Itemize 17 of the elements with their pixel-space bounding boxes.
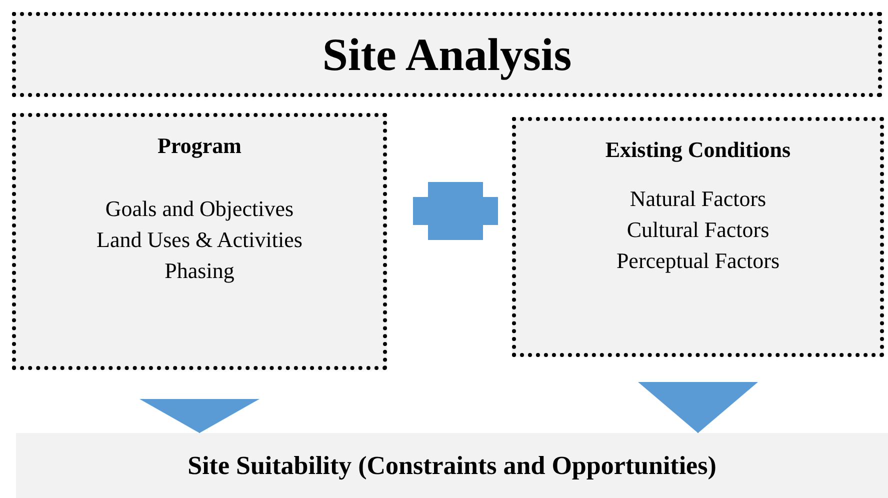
panel-box bbox=[12, 113, 387, 370]
list-item: Natural Factors bbox=[630, 185, 766, 213]
list-item: Cultural Factors bbox=[626, 216, 770, 244]
panel-heading: Program bbox=[158, 133, 242, 159]
list-item: Phasing bbox=[164, 257, 234, 285]
list-item: Goals and Objectives bbox=[105, 195, 294, 223]
title-text: Site Analysis bbox=[322, 28, 572, 81]
panel-box bbox=[512, 117, 884, 357]
result-band bbox=[16, 433, 888, 498]
list-item: Land Uses & Activities bbox=[96, 226, 302, 254]
down-arrow bbox=[140, 398, 260, 434]
panel-heading: Existing Conditions bbox=[605, 137, 791, 163]
cross-shape bbox=[413, 182, 498, 240]
list-item: Perceptual Factors bbox=[616, 247, 780, 275]
result-text: Site Suitability (Constraints and Opportunities) bbox=[188, 450, 716, 480]
title-box bbox=[12, 12, 882, 97]
down-arrow bbox=[638, 382, 758, 434]
